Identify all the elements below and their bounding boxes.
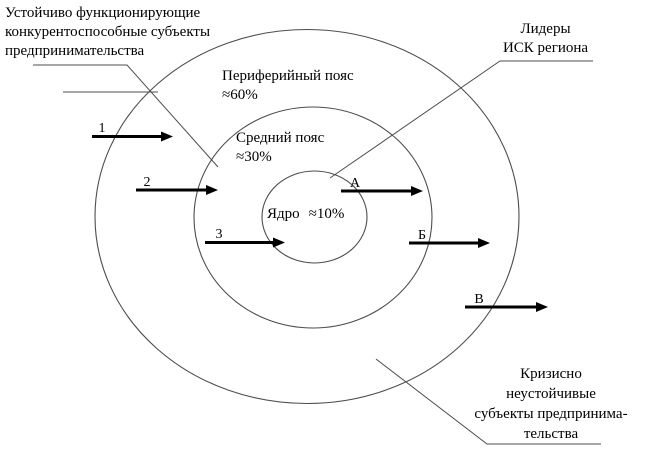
stable-entities-leader-line: [33, 64, 219, 168]
annotation-line: субъекты предпринима-: [474, 406, 628, 422]
zone-share: ≈30%: [236, 149, 272, 165]
leaders-leader-line: [329, 60, 593, 179]
zone-share: ≈10%: [308, 206, 345, 222]
arrow-label-3: 3: [215, 227, 223, 242]
core-circle: [261, 170, 368, 264]
zone-label-periphery: Периферийный пояс ≈60%: [222, 67, 354, 105]
periphery-belt-circle: [94, 28, 520, 405]
arrow-label-1: 1: [98, 121, 106, 136]
annotation-line: Устойчиво функционирующие: [5, 5, 201, 21]
arrow-head-icon: [161, 131, 173, 142]
annotation-line: неустойчивые: [506, 386, 596, 402]
annotation-isk-leaders: Лидеры ИСК региона: [493, 20, 598, 58]
annotation-line: предпринимательства: [5, 43, 145, 59]
zone-share: ≈60%: [222, 87, 258, 103]
annotation-crisis-entities: Кризисно неустойчивые субъекты предприни…: [461, 364, 641, 444]
zone-label-core: Ядро ≈10%: [267, 205, 344, 224]
arrow-inbound-1: [92, 131, 173, 142]
arrow-label-b: Б: [417, 228, 427, 243]
annotation-stable-entities: Устойчиво функционирующие конкурентоспос…: [5, 4, 210, 61]
arrow-inbound-3: [205, 237, 285, 248]
zone-name: Ядро: [267, 206, 300, 222]
crisis-entities-leader-line: [375, 358, 601, 445]
arrow-label-a: А: [349, 176, 361, 191]
annotation-line: Кризисно: [520, 366, 582, 382]
arrow-outbound-v: [465, 302, 548, 312]
arrow-label-v: В: [474, 292, 484, 307]
arrow-inbound-2: [136, 185, 218, 195]
arrow-outbound-a: [341, 186, 423, 196]
arrow-head-icon: [273, 237, 285, 248]
arrow-head-icon: [206, 185, 218, 195]
annotation-line: конкурентоспособные субъекты: [5, 24, 211, 40]
annotation-line: ИСК региона: [502, 40, 589, 56]
zone-name: Средний пояс: [236, 130, 325, 146]
arrow-head-icon: [478, 238, 490, 248]
middle-belt-circle: [193, 106, 433, 329]
zone-label-middle: Средний пояс ≈30%: [236, 129, 324, 167]
arrow-head-icon: [411, 186, 423, 196]
arrow-outbound-b: [409, 238, 490, 248]
annotation-line: тельства: [523, 426, 579, 442]
arrow-label-2: 2: [143, 175, 151, 190]
annotation-line: Лидеры: [520, 21, 571, 37]
zone-name: Периферийный пояс: [222, 68, 354, 84]
arrow-head-icon: [536, 302, 548, 312]
